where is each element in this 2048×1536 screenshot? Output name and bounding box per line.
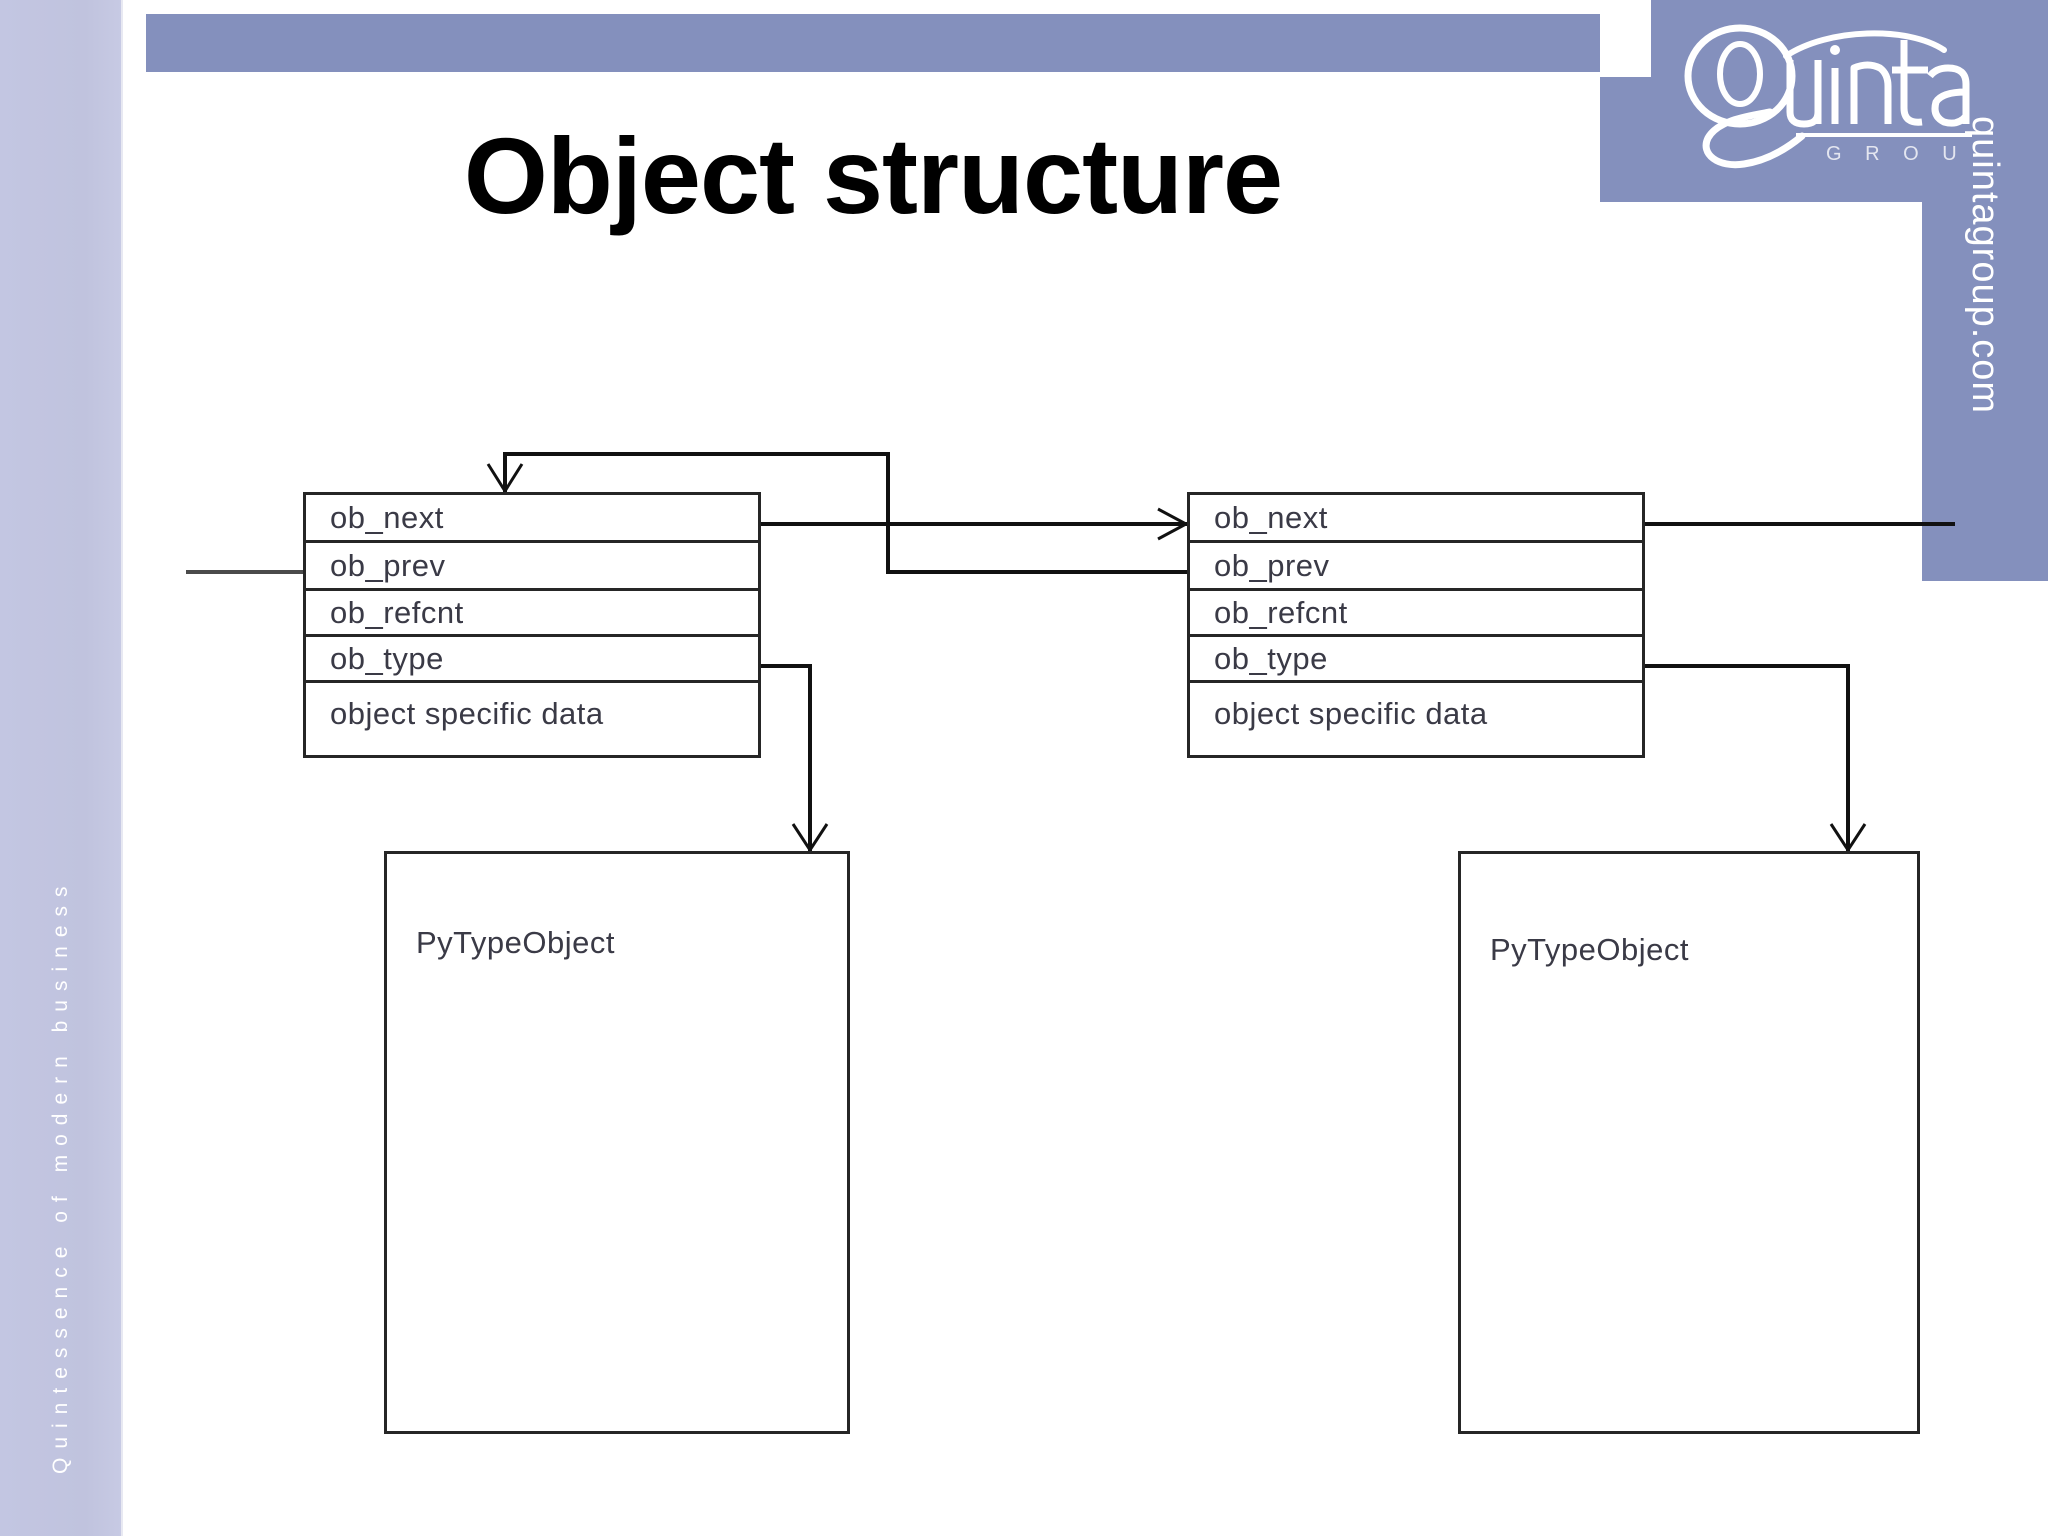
connector-left-type-to-pytypeobject (760, 664, 812, 851)
struct-row-ob-type: ob_type (1190, 637, 1642, 683)
connector-right-prev-arrowhead (486, 463, 524, 494)
connector-left-next-arrowhead (1157, 507, 1190, 541)
logo-block-right (1922, 202, 2048, 581)
struct-row-ob-prev: ob_prev (306, 543, 758, 591)
struct-row-ob-prev: ob_prev (1190, 543, 1642, 591)
type-box-left-label: PyTypeObject (416, 925, 615, 960)
type-box-right-pytypeobject[interactable] (1458, 851, 1920, 1434)
page-title: Object structure (463, 115, 1283, 236)
struct-row-ob-refcnt: ob_refcnt (1190, 591, 1642, 637)
connector-left-type-arrowhead (791, 823, 829, 853)
brand-sidebar: Quintessence of modern business (0, 0, 122, 1536)
connector-right-type-arrowhead (1829, 823, 1867, 853)
connector-right-type-to-pytypeobject (1644, 664, 1850, 851)
struct-row-object-specific-data: object specific data (330, 696, 604, 731)
top-banner (146, 14, 1600, 72)
struct-row-ob-next: ob_next (1190, 495, 1642, 543)
sidebar-divider (121, 0, 123, 1536)
logo-block-main (1600, 77, 2048, 202)
type-box-left-pytypeobject[interactable] (384, 851, 850, 1434)
type-box-right-label: PyTypeObject (1490, 932, 1689, 967)
struct-row-ob-next: ob_next (306, 495, 758, 543)
struct-box-right-object[interactable]: ob_next ob_prev ob_refcnt ob_type object… (1187, 492, 1645, 758)
struct-row-ob-type: ob_type (306, 637, 758, 683)
connector-right-prev-to-left-top (503, 452, 1187, 574)
struct-row-object-specific-data: object specific data (1214, 696, 1488, 731)
struct-row-ob-refcnt: ob_refcnt (306, 591, 758, 637)
struct-box-left-object[interactable]: ob_next ob_prev ob_refcnt ob_type object… (303, 492, 761, 758)
